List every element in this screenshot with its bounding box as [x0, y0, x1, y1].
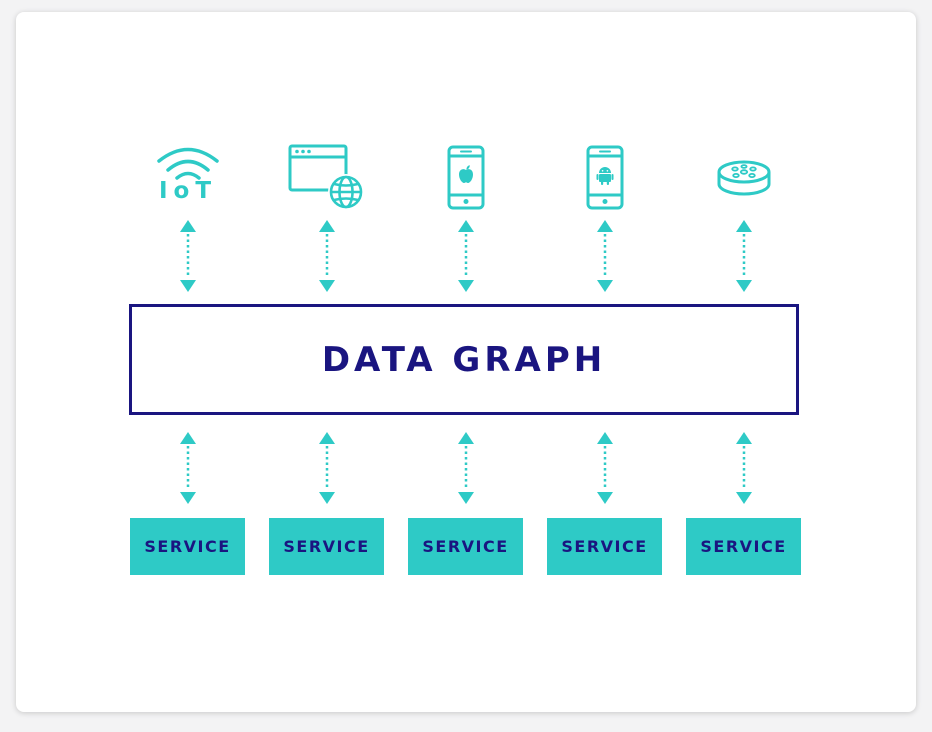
apple-logo-icon [459, 165, 473, 183]
service-box: SERVICE [408, 518, 523, 575]
graph-service-arrow [178, 432, 198, 504]
diagram-canvas [16, 12, 916, 712]
service-label: SERVICE [700, 537, 787, 556]
device-graph-arrow [734, 220, 754, 292]
web-browser-icon [288, 144, 364, 210]
service-label: SERVICE [561, 537, 648, 556]
iphone-icon [447, 145, 485, 210]
service-box: SERVICE [269, 518, 384, 575]
service-box: SERVICE [686, 518, 801, 575]
device-graph-arrow [178, 220, 198, 292]
iot-label: IoT [159, 178, 217, 204]
smart-speaker-icon [717, 160, 771, 196]
android-phone-icon [586, 145, 624, 210]
service-box: SERVICE [130, 518, 245, 575]
graph-service-arrow [595, 432, 615, 504]
web-device [287, 140, 367, 216]
graph-service-arrow [734, 432, 754, 504]
device-graph-arrow [595, 220, 615, 292]
ios-device [426, 140, 506, 216]
android-logo-icon [596, 167, 614, 185]
service-label: SERVICE [283, 537, 370, 556]
iot-icon: IoT [157, 147, 219, 204]
device-graph-arrow [317, 220, 337, 292]
graph-service-arrow [317, 432, 337, 504]
service-label: SERVICE [144, 537, 231, 556]
data-graph-title: DATA GRAPH [321, 339, 607, 380]
service-label: SERVICE [422, 537, 509, 556]
service-box: SERVICE [547, 518, 662, 575]
smart-speaker-device [704, 140, 784, 216]
device-graph-arrow [456, 220, 476, 292]
iot-device: IoT [148, 140, 228, 216]
android-device [565, 140, 645, 216]
graph-service-arrow [456, 432, 476, 504]
data-graph-box: DATA GRAPH [129, 304, 799, 415]
